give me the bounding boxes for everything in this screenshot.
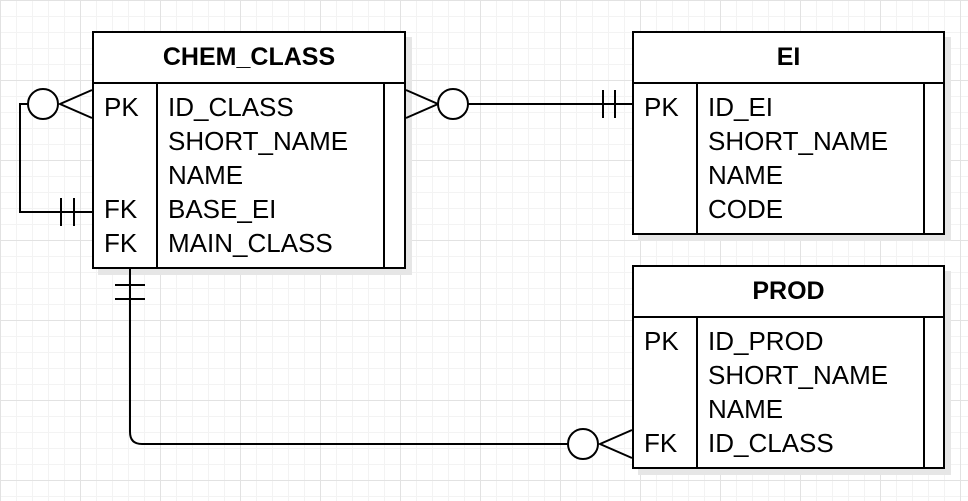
field-row[interactable]: PK ID_CLASS <box>94 90 404 124</box>
crow-foot-marker <box>405 89 441 119</box>
zero-optional-marker <box>567 428 599 460</box>
column-divider <box>923 318 925 467</box>
column-divider <box>696 318 698 467</box>
entity-prod[interactable]: PROD PK ID_PROD SHORT_NAME NAME FK ID_CL… <box>632 265 945 469</box>
zero-optional-marker <box>27 88 59 120</box>
field-row[interactable]: SHORT_NAME <box>94 124 404 158</box>
entity-ei[interactable]: EI PK ID_EI SHORT_NAME NAME CODE <box>632 31 945 235</box>
entity-title: CHEM_CLASS <box>94 33 404 84</box>
entity-body: PK ID_EI SHORT_NAME NAME CODE <box>634 84 943 233</box>
field-row[interactable]: SHORT_NAME <box>634 358 943 392</box>
entity-chem-class[interactable]: CHEM_CLASS PK ID_CLASS SHORT_NAME NAME F… <box>92 31 406 269</box>
field-name: SHORT_NAME <box>708 126 889 156</box>
field-row[interactable]: PK ID_PROD <box>634 324 943 358</box>
field-name: ID_EI <box>708 92 774 122</box>
field-row[interactable]: FK BASE_EI <box>94 192 404 226</box>
field-name: SHORT_NAME <box>168 126 349 156</box>
column-divider <box>156 84 158 267</box>
field-name: ID_PROD <box>708 326 824 356</box>
entity-body: PK ID_CLASS SHORT_NAME NAME FK BASE_EI F… <box>94 84 404 267</box>
crow-foot-marker <box>597 429 633 459</box>
column-divider <box>923 84 925 233</box>
field-row[interactable]: NAME <box>634 392 943 426</box>
field-name: NAME <box>168 160 244 190</box>
field-name: MAIN_CLASS <box>168 228 333 258</box>
field-name: ID_CLASS <box>708 428 834 458</box>
relationship-chem-class-ei[interactable] <box>405 88 632 120</box>
zero-optional-marker <box>437 88 469 120</box>
field-name: NAME <box>708 394 784 424</box>
field-key: FK <box>104 228 138 258</box>
field-name: ID_CLASS <box>168 92 294 122</box>
relationship-chem-class-self[interactable] <box>19 88 93 226</box>
field-key: FK <box>644 428 678 458</box>
field-name: CODE <box>708 194 784 224</box>
connector-line <box>129 269 568 445</box>
connector-line <box>19 103 92 213</box>
field-row[interactable]: NAME <box>94 158 404 192</box>
entity-title: PROD <box>634 267 943 318</box>
field-row[interactable]: CODE <box>634 192 943 226</box>
field-row[interactable]: FK ID_CLASS <box>634 426 943 460</box>
relationship-chem-class-prod[interactable] <box>115 269 633 460</box>
field-name: BASE_EI <box>168 194 277 224</box>
column-divider <box>696 84 698 233</box>
crow-foot-marker <box>57 89 93 119</box>
field-row[interactable]: SHORT_NAME <box>634 124 943 158</box>
field-key: PK <box>644 326 679 356</box>
field-key: PK <box>104 92 139 122</box>
column-divider <box>383 84 385 267</box>
field-row[interactable]: NAME <box>634 158 943 192</box>
field-row[interactable]: PK ID_EI <box>634 90 943 124</box>
field-name: SHORT_NAME <box>708 360 889 390</box>
entity-title: EI <box>634 33 943 84</box>
entity-body: PK ID_PROD SHORT_NAME NAME FK ID_CLASS <box>634 318 943 467</box>
field-name: NAME <box>708 160 784 190</box>
field-row[interactable]: FK MAIN_CLASS <box>94 226 404 260</box>
field-key: PK <box>644 92 679 122</box>
field-key: FK <box>104 194 138 224</box>
